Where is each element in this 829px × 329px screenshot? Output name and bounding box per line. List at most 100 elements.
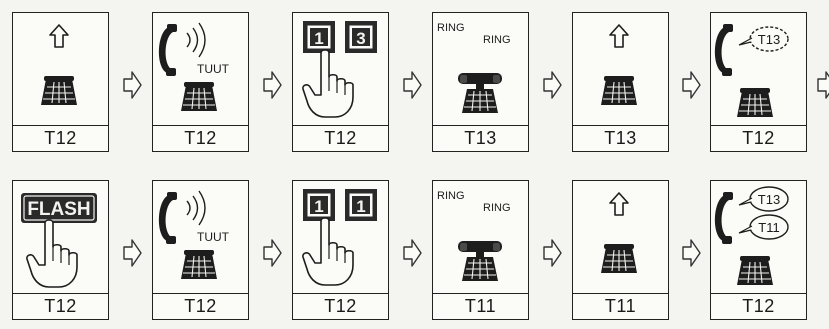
step-panel-1-4: RING RING T13: [432, 12, 529, 152]
dial-key-digit: 1: [314, 29, 323, 48]
bubble-label: T11: [758, 220, 779, 235]
flow-arrow-icon: [682, 239, 701, 267]
extension-label: T12: [293, 125, 388, 151]
flow-arrow-icon: [682, 71, 701, 99]
step-panel-1-1: T12: [12, 12, 109, 152]
desk-telephone-icon: [180, 249, 218, 280]
pointing-hand-icon: [302, 217, 354, 286]
flow-arrow-icon: [263, 239, 282, 267]
dial-key: 1: [345, 189, 377, 221]
desk-telephone-icon: [600, 75, 638, 106]
step-illustration: FLASH: [21, 193, 97, 288]
step-illustration: [600, 24, 638, 106]
flow-arrow-icon: [263, 71, 282, 99]
dial-key: 1: [303, 189, 335, 221]
ring-label: RING: [437, 190, 465, 202]
flow-arrow-icon: [682, 239, 701, 267]
flash-key: FLASH: [21, 193, 97, 223]
step-illustration: TUUT: [158, 190, 230, 280]
desk-telephone-icon: [600, 243, 638, 274]
handset-icon: [714, 192, 733, 244]
extension-label: T12: [153, 293, 248, 319]
step-illustration: T13: [714, 24, 789, 118]
lift-handset-arrow-icon: [609, 192, 629, 216]
ring-label: RING: [483, 34, 511, 46]
step-panel-2-5: T11: [572, 180, 669, 320]
speech-bubble: T13: [738, 26, 789, 52]
extension-label: T12: [711, 293, 806, 319]
dial-key-digit: 1: [314, 197, 323, 216]
bubble-label: T13: [758, 32, 780, 47]
step-panel-1-2: TUUT T12: [152, 12, 249, 152]
flow-arrow-icon: [403, 71, 422, 99]
flow-arrow-icon: [817, 71, 829, 99]
flow-arrow-icon: [817, 71, 829, 99]
step-panel-2-2: TUUT T12: [152, 180, 249, 320]
pointing-hand-icon: [26, 219, 78, 288]
ring-label: RING: [437, 22, 465, 34]
bubble-label: T13: [758, 192, 780, 207]
step-illustration: [600, 192, 638, 274]
dial-key: 3: [345, 21, 377, 53]
handset-icon: [714, 24, 733, 76]
extension-label: T11: [573, 293, 668, 319]
flow-arrow-icon: [543, 239, 562, 267]
dial-key: 1: [303, 21, 335, 53]
sound-waves-icon: [186, 22, 206, 58]
desk-telephone-icon: [457, 240, 503, 282]
step-panel-2-4: RING RING T11: [432, 180, 529, 320]
desk-telephone-icon: [736, 255, 774, 286]
flow-arrow-icon: [123, 71, 142, 99]
desk-telephone-icon: [40, 75, 78, 106]
speech-bubble: T13: [738, 186, 789, 212]
extension-label: T12: [293, 293, 388, 319]
flow-arrow-icon: [543, 71, 562, 99]
extension-label: T12: [13, 125, 108, 151]
speech-bubble: T11: [738, 214, 789, 240]
flash-key-label: FLASH: [27, 199, 90, 220]
extension-label: T12: [711, 125, 806, 151]
handset-icon: [158, 192, 177, 244]
step-illustration: RING RING: [437, 190, 511, 282]
lift-handset-arrow-icon: [609, 24, 629, 48]
tone-label: TUUT: [197, 230, 230, 244]
desk-telephone-icon: [180, 81, 218, 112]
extension-label: T12: [153, 125, 248, 151]
pointing-hand-icon: [302, 49, 354, 118]
flow-arrow-icon: [123, 71, 142, 99]
handset-icon: [158, 24, 177, 76]
desk-telephone-icon: [736, 87, 774, 118]
dial-key-digit: 1: [356, 197, 365, 216]
dial-key-digit: 3: [356, 29, 365, 48]
extension-label: T13: [573, 125, 668, 151]
step-panel-2-1: FLASH T12: [12, 180, 109, 320]
sound-waves-icon: [186, 190, 206, 226]
flow-arrow-icon: [263, 239, 282, 267]
flow-arrow-icon: [543, 239, 562, 267]
step-illustration: TUUT: [158, 22, 230, 112]
flow-arrow-icon: [403, 239, 422, 267]
step-illustration: RING RING: [437, 22, 511, 114]
extension-label: T11: [433, 293, 528, 319]
flow-arrow-icon: [263, 71, 282, 99]
ring-label: RING: [483, 202, 511, 214]
step-panel-1-5: T13: [572, 12, 669, 152]
flow-arrow-icon: [123, 239, 142, 267]
flow-arrow-icon: [543, 71, 562, 99]
flow-arrow-icon: [682, 71, 701, 99]
desk-telephone-icon: [457, 72, 503, 114]
flow-arrow-icon: [403, 71, 422, 99]
flow-arrow-icon: [123, 239, 142, 267]
extension-label: T12: [13, 293, 108, 319]
flow-arrow-icon: [403, 239, 422, 267]
tone-label: TUUT: [197, 62, 230, 76]
extension-label: T13: [433, 125, 528, 151]
step-illustration: [40, 24, 78, 106]
